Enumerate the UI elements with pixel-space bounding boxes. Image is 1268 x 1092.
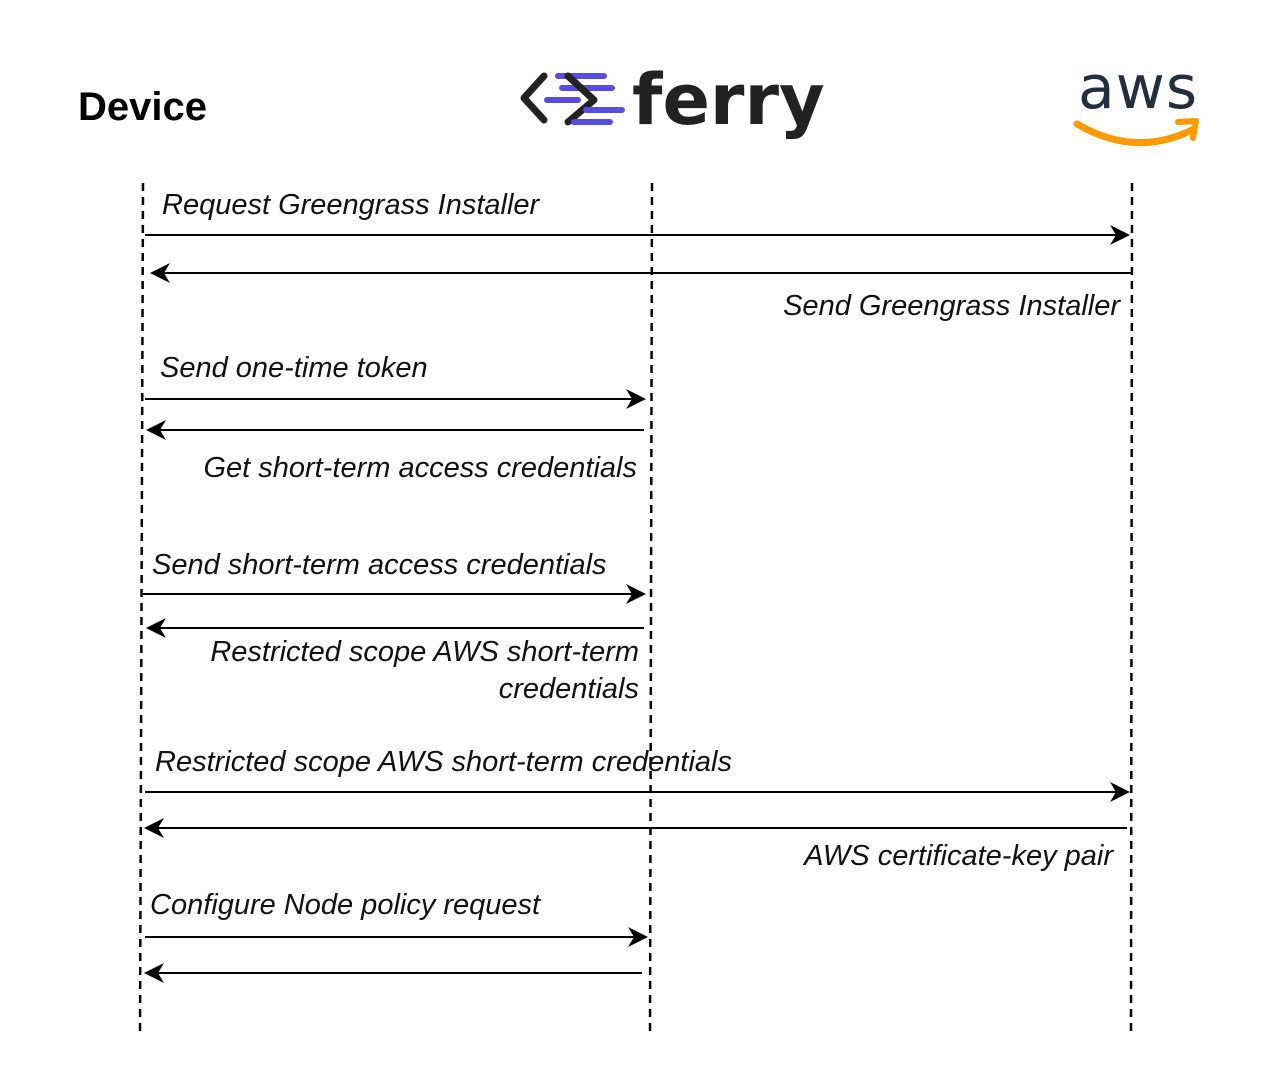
ferry-logo-icon <box>520 72 625 126</box>
device-lifeline <box>138 182 145 1036</box>
aws-logo: aws <box>1073 53 1199 147</box>
message-label: Send short-term access credentials <box>152 549 607 581</box>
message-label: Send one-time token <box>160 352 428 384</box>
message-label: Send Greengrass Installer <box>783 290 1121 322</box>
message-label-line-2: credentials <box>499 673 639 705</box>
message-label: Configure Node policy request <box>150 889 542 921</box>
message-label: Get short-term access credentials <box>203 452 637 484</box>
ferry-participant-title: ferry <box>632 59 825 141</box>
message-label: AWS certificate-key pair <box>802 840 1114 872</box>
message-label: Restricted scope AWS short-term credenti… <box>155 746 732 778</box>
ferry-lifeline <box>648 182 654 1036</box>
ferry-logo: ferry <box>520 59 825 141</box>
device-participant-title: Device <box>78 85 207 129</box>
aws-lifeline <box>1129 182 1134 1036</box>
message-label: Request Greengrass Installer <box>162 189 541 221</box>
aws-smile-icon <box>1073 118 1199 147</box>
message-label-line-1: Restricted scope AWS short-term <box>210 636 639 668</box>
aws-participant-title: aws <box>1078 53 1198 123</box>
